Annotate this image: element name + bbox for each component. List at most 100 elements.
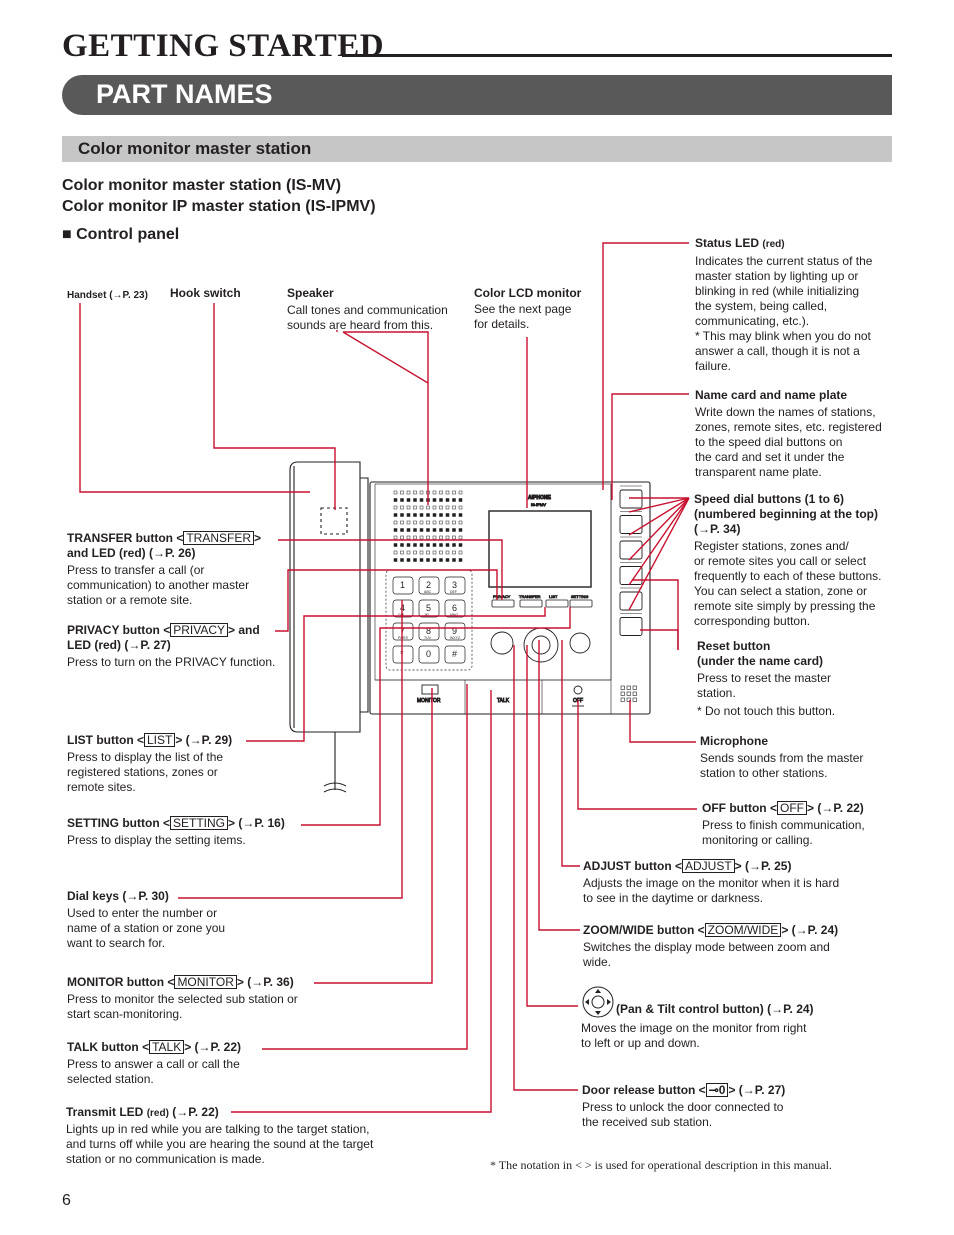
grille-hole	[452, 505, 456, 510]
grille-hole	[445, 558, 450, 562]
mic-hole	[632, 697, 637, 702]
grille-hole	[432, 558, 437, 562]
grille-hole	[458, 550, 463, 555]
grille-hole	[419, 513, 424, 517]
dial-key	[444, 645, 466, 664]
desc-line: to see in the daytime or darkness.	[583, 891, 764, 905]
speaker-grille	[393, 490, 463, 562]
grille-hole	[426, 520, 430, 525]
desc-line: frequently to each of these buttons.	[694, 569, 882, 583]
speaker-label: Speaker	[287, 286, 334, 300]
page-number: 6	[62, 1192, 71, 1209]
grille-hole	[419, 520, 424, 525]
desc-line: Press to answer a call or call the	[67, 1057, 240, 1071]
reset-note: * Do not touch this button.	[697, 704, 836, 718]
desc-line: Press to reset the master	[697, 671, 832, 685]
desc-line: to the speed dial buttons on	[695, 435, 843, 449]
chapter-rule	[342, 54, 892, 57]
lcd-monitor-drawing: AIPHONE IS-IPMV	[488, 495, 592, 588]
mic-hole	[626, 691, 631, 696]
mic-hole	[632, 691, 637, 696]
desc-line: transparent name plate.	[695, 465, 822, 479]
grille-hole	[432, 513, 437, 517]
desc-line: and turns off while you are hearing the …	[66, 1137, 374, 1151]
door-label-pre: Door release button <	[582, 1083, 706, 1097]
dial-key-letters: WXYZ	[450, 636, 461, 640]
desc-line: communication) to another master	[67, 578, 250, 592]
grille-hole	[439, 535, 443, 540]
grille-hole	[413, 528, 417, 532]
dial-key-label: *	[400, 649, 404, 659]
desc-line: Press to finish communication,	[702, 818, 865, 832]
transfer-label-box: TRANSFER	[183, 531, 254, 545]
dial-label: Dial keys (→P. 30)	[67, 889, 169, 903]
grille-hole	[439, 513, 443, 517]
zoom-label-post: > (→P. 24)	[781, 923, 839, 937]
off-desc: Press to finish communication,monitoring…	[702, 818, 897, 848]
dial-key-letters: ABC	[424, 590, 432, 594]
grille-hole	[400, 513, 404, 517]
transfer-label-pre: TRANSFER button <	[67, 531, 184, 545]
grille-hole	[445, 528, 450, 532]
grille-hole	[445, 550, 450, 555]
grille-hole	[432, 543, 437, 547]
dial-key-label: 5	[426, 603, 431, 613]
grille-hole	[439, 505, 443, 510]
dial-key-letters: GHI	[398, 613, 404, 617]
transfer-label-2: and LED (red) (→P. 26)	[67, 546, 196, 560]
grille-hole	[393, 490, 398, 495]
list-label-box: LIST	[144, 733, 176, 747]
grille-hole	[445, 498, 450, 502]
grille-hole	[452, 535, 456, 540]
grille-hole	[426, 528, 430, 532]
subsection-banner	[62, 136, 892, 162]
grille-hole	[413, 543, 417, 547]
name-card-callout: Name card and name plate Write down the …	[695, 388, 895, 480]
brand-logo: AIPHONE	[528, 495, 551, 501]
pan-tilt-icon	[582, 986, 614, 1018]
grille-hole	[413, 550, 417, 555]
desc-line: the card and set it under the	[695, 450, 845, 464]
grille-hole	[393, 535, 398, 540]
grille-hole	[426, 498, 430, 502]
grille-hole	[426, 535, 430, 540]
grille-hole	[393, 528, 398, 532]
grille-hole	[426, 558, 430, 562]
grille-hole	[400, 535, 404, 540]
monitor-key-label: MONITOR	[417, 698, 441, 704]
speaker-desc-1: Call tones and communication	[287, 303, 448, 317]
desc-line: Used to enter the number or	[67, 906, 218, 920]
setting-label-post: > (→P. 16)	[228, 816, 285, 830]
desc-line: answer a call, though it is not a	[695, 344, 860, 358]
grille-hole	[393, 550, 398, 555]
hook-switch-label: Hook switch	[170, 286, 241, 300]
grille-hole	[439, 558, 443, 562]
desc-line: Sends sounds from the master	[700, 751, 864, 765]
chapter-title: GETTING STARTED	[62, 28, 385, 64]
round-buttons: MONITOR TALK OFF	[417, 627, 591, 707]
dial-key-label: 1	[400, 580, 405, 590]
grille-hole	[432, 535, 437, 540]
grille-hole	[413, 505, 417, 510]
grille-hole	[406, 528, 411, 532]
grille-hole	[400, 520, 404, 525]
transmit-led-desc: Lights up in red while you are talking t…	[66, 1122, 406, 1167]
dial-key	[392, 645, 414, 664]
status-led-suffix: (red)	[762, 239, 785, 250]
grille-hole	[439, 498, 443, 502]
dial-key-label: 0	[426, 649, 431, 659]
grille-hole	[413, 490, 417, 495]
zoom-desc: Switches the display mode between zoom a…	[583, 940, 883, 970]
desc-line: station or no communication is made.	[66, 1152, 265, 1166]
desc-line: to left or up and down.	[581, 1036, 700, 1050]
grille-hole	[406, 558, 411, 562]
desc-line: Press to transfer a call (or	[67, 563, 205, 577]
station-body	[360, 477, 651, 715]
dial-key-label: 3	[452, 580, 457, 590]
grille-hole	[452, 558, 456, 562]
grille-hole	[400, 550, 404, 555]
grille-hole	[393, 543, 398, 547]
grille-hole	[393, 513, 398, 517]
